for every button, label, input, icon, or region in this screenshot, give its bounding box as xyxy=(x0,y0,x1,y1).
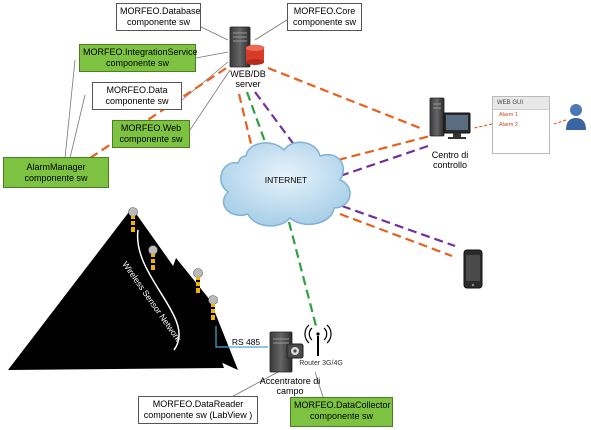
box-morfeo-data: MORFEO.Data componente sw xyxy=(92,82,182,110)
box-subtitle: componente sw xyxy=(105,58,170,68)
box-morfeo-core: MORFEO.Core componente sw xyxy=(287,3,362,31)
box-subtitle: componente sw xyxy=(126,17,191,27)
box-morfeo-web: MORFEO.Web componente sw xyxy=(112,120,190,148)
sensor-icons xyxy=(128,207,218,320)
link-server-centro xyxy=(267,66,421,130)
web-gui-panel: WEB GUI Alarm 1 Alarm 2 xyxy=(492,96,550,154)
router-label: Router 3G/4G xyxy=(299,360,343,367)
link-internet-phone-orange xyxy=(339,212,453,258)
box-subtitle: componente sw xyxy=(24,173,88,183)
box-title: MORFEO.Database xyxy=(120,6,201,16)
box-morfeo-datacollector: MORFEO.DataCollector componente sw xyxy=(290,397,393,427)
wsn-curve xyxy=(136,229,180,351)
box-title: MORFEO.Core xyxy=(293,6,356,16)
link-server-internet-green xyxy=(245,91,270,151)
link-server-internet-purple xyxy=(254,91,299,151)
box-title: MORFEO.DataCollector xyxy=(294,400,391,410)
box-morfeo-integrationservice: MORFEO.IntegrationService componente sw xyxy=(79,44,198,72)
web-gui-alarm-row[interactable]: Alarm 1 xyxy=(499,112,518,118)
webdb-label-line1: WEB/DB xyxy=(230,69,266,79)
webdb-server-label: WEB/DB server xyxy=(226,69,270,89)
box-title: MORFEO.Web xyxy=(120,123,182,133)
sensor-icon xyxy=(128,207,138,232)
webdb-label-line2: server xyxy=(235,79,261,89)
web-gui-alarm-row[interactable]: Alarm 2 xyxy=(499,122,518,128)
internet-label: INTERNET xyxy=(264,175,308,185)
concentrator-label: Accentratore di campo xyxy=(252,376,328,396)
rs485-line xyxy=(215,326,268,348)
link-user-gui xyxy=(553,119,567,125)
link-server-internet-orange xyxy=(237,93,254,149)
concentrator-line1: Accentratore di xyxy=(259,376,321,386)
internet-cloud xyxy=(220,141,351,227)
box-subtitle: componente sw xyxy=(119,134,183,144)
user-icon xyxy=(566,104,586,130)
sensor-icon xyxy=(148,245,158,270)
sensor-icon xyxy=(193,268,203,293)
concentrator-line2: campo xyxy=(276,386,304,396)
link-internet-router xyxy=(287,221,318,327)
link-internet-centro-orange xyxy=(337,134,431,162)
box-subtitle: componente sw xyxy=(292,17,357,27)
link-internet-phone-purple xyxy=(341,204,456,248)
box-title: MORFEO.Data xyxy=(106,85,168,95)
concentrator-icon xyxy=(269,331,304,373)
smartphone-icon xyxy=(463,249,483,289)
control-center-pc-icon xyxy=(429,97,471,139)
box-alarm-manager: AlarmManager componente sw xyxy=(3,157,109,188)
control-center-label: Centro di controllo xyxy=(420,150,480,170)
box-title: AlarmManager xyxy=(26,162,86,172)
box-subtitle: componente sw xyxy=(105,96,169,106)
box-subtitle: componente sw (LabView ) xyxy=(143,410,253,420)
box-connectors xyxy=(64,17,325,401)
box-subtitle: componente sw xyxy=(309,411,374,421)
rs485-label: RS 485 xyxy=(231,337,261,347)
box-morfeo-datareader: MORFEO.DataReader componente sw (LabView… xyxy=(138,396,258,424)
box-title: MORFEO.DataReader xyxy=(152,399,244,409)
webdb-server-icon xyxy=(229,26,265,68)
box-morfeo-database: MORFEO.Database componente sw xyxy=(116,3,201,31)
link-internet-centro-purple xyxy=(339,144,429,178)
mountains xyxy=(8,208,238,370)
sensor-icon xyxy=(208,295,218,320)
router-antenna-icon xyxy=(304,324,332,356)
box-title: MORFEO.IntegrationService xyxy=(83,47,198,57)
web-gui-title: WEB GUI xyxy=(493,97,549,110)
control-center-line2: controllo xyxy=(432,160,468,170)
control-center-line1: Centro di xyxy=(431,150,469,160)
